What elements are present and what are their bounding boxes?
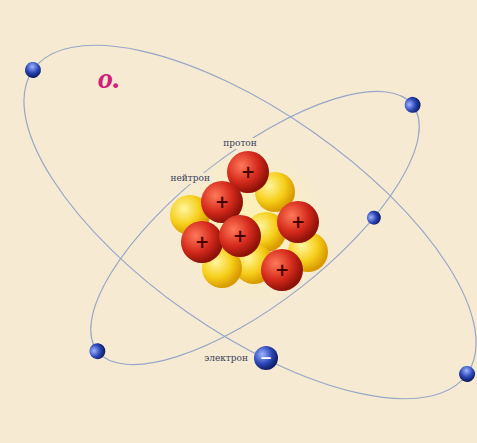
charge-sign: + [275, 262, 289, 279]
charge-sign: + [241, 164, 255, 181]
charge-sign: + [233, 228, 247, 245]
charge-sign: + [215, 194, 229, 211]
orbit-b [45, 41, 465, 415]
part-name: протон [221, 138, 259, 149]
nucleus [170, 147, 328, 303]
title-fragment: о. [98, 63, 121, 93]
charge-sign: + [195, 234, 209, 251]
part-name: электрон [202, 353, 250, 364]
charge-sign: + [291, 214, 305, 231]
big-electron [254, 346, 278, 370]
part-name: нейтрон [169, 173, 212, 184]
charge-sign: − [260, 351, 273, 366]
